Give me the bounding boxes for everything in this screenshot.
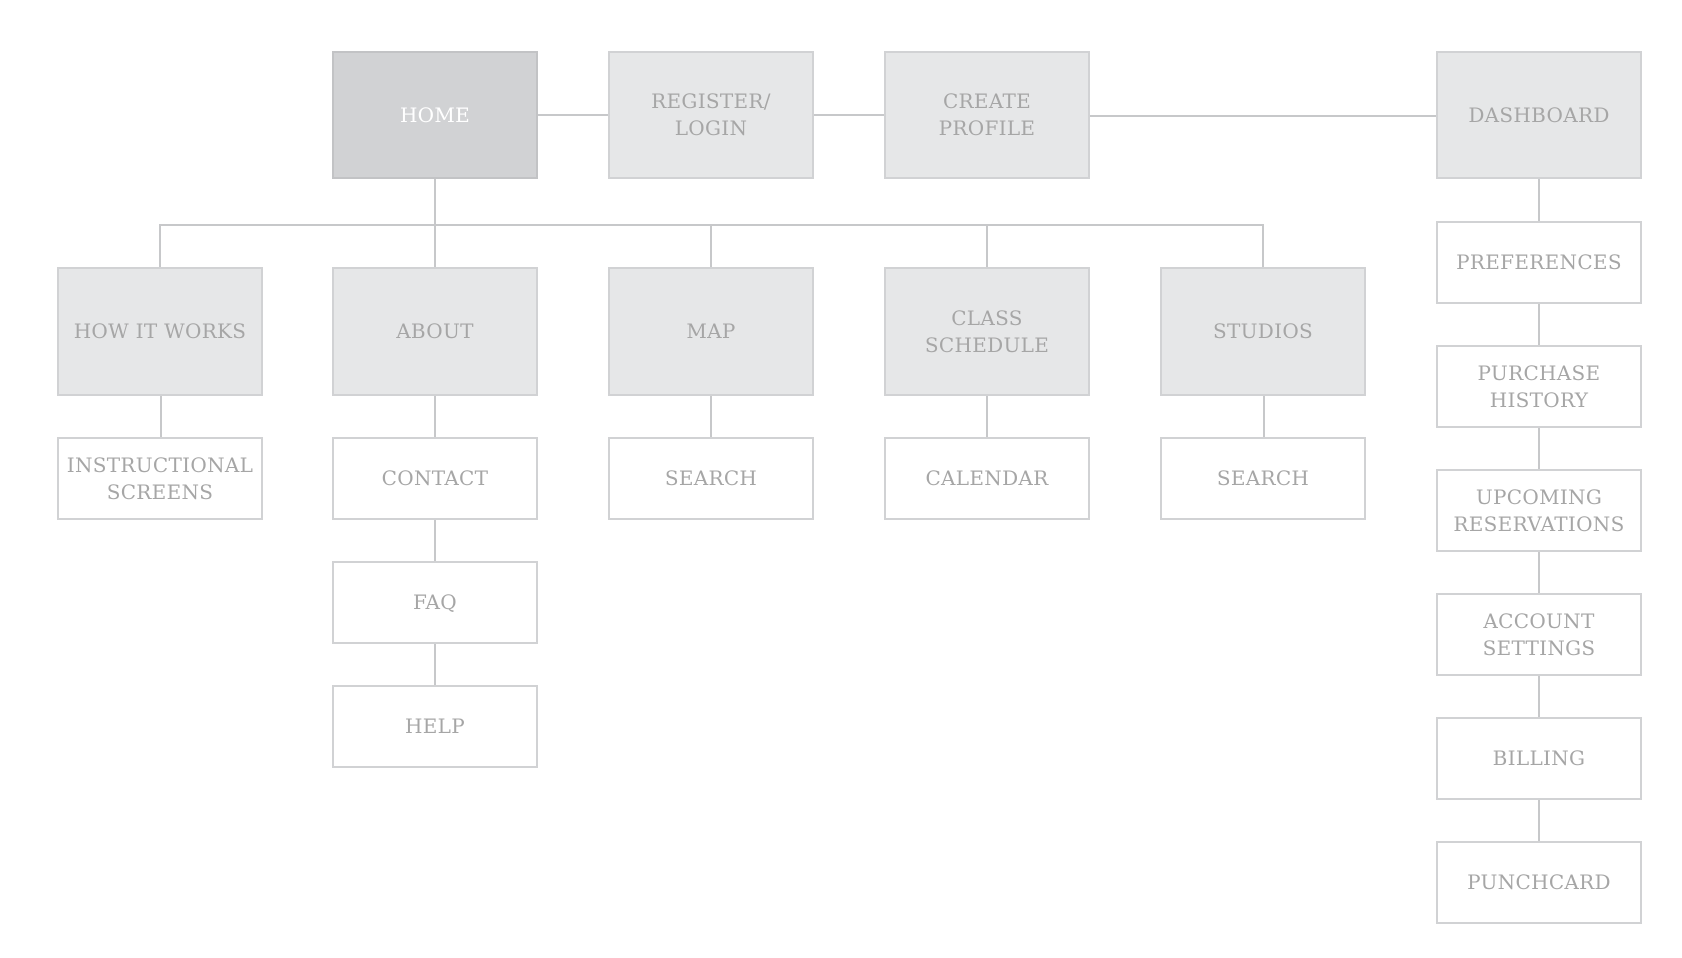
- node-billing: BILLING: [1436, 717, 1642, 800]
- node-about: ABOUT: [332, 267, 538, 396]
- node-create-profile: CREATE PROFILE: [884, 51, 1090, 179]
- node-calendar: CALENDAR: [884, 437, 1090, 520]
- node-instructional-screens: INSTRUCTIONAL SCREENS: [57, 437, 263, 520]
- node-map: MAP: [608, 267, 814, 396]
- node-dashboard: DASHBOARD: [1436, 51, 1642, 179]
- node-register-login: REGISTER/ LOGIN: [608, 51, 814, 179]
- node-studios-search: SEARCH: [1160, 437, 1366, 520]
- node-preferences: PREFERENCES: [1436, 221, 1642, 304]
- node-purchase-history: PURCHASE HISTORY: [1436, 345, 1642, 428]
- node-class-schedule: CLASS SCHEDULE: [884, 267, 1090, 396]
- node-upcoming-reservations: UPCOMING RESERVATIONS: [1436, 469, 1642, 552]
- node-how-it-works: HOW IT WORKS: [57, 267, 263, 396]
- node-home: HOME: [332, 51, 538, 179]
- node-faq: FAQ: [332, 561, 538, 644]
- node-contact: CONTACT: [332, 437, 538, 520]
- node-account-settings: ACCOUNT SETTINGS: [1436, 593, 1642, 676]
- node-help: HELP: [332, 685, 538, 768]
- node-map-search: SEARCH: [608, 437, 814, 520]
- node-studios: STUDIOS: [1160, 267, 1366, 396]
- node-punchcard: PUNCHCARD: [1436, 841, 1642, 924]
